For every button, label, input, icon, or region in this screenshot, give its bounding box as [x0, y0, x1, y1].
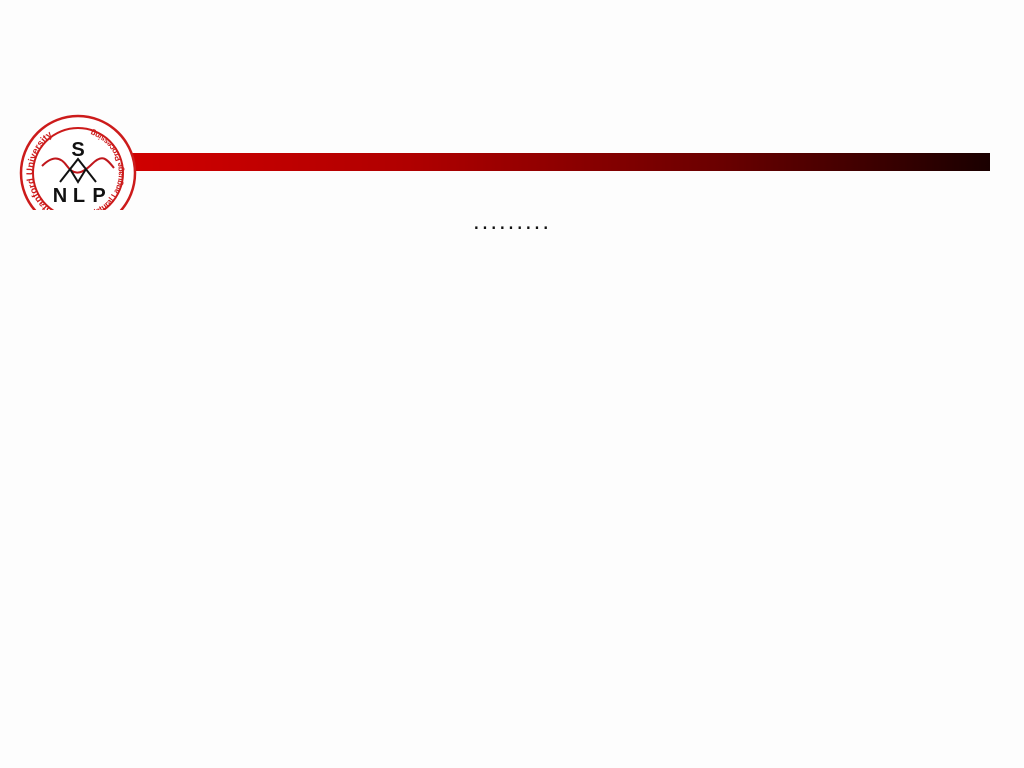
- logo-letter-l: L: [73, 185, 85, 207]
- logo-inner-ring: [32, 127, 124, 210]
- logo-letter-p: P: [92, 185, 105, 207]
- slide-title: .........: [472, 208, 551, 235]
- stanford-nlp-logo: Stanford University Natural Language Pro…: [19, 114, 137, 210]
- header-gradient-bar: [95, 153, 990, 171]
- logo-mountain-lines: [59, 157, 97, 184]
- logo-letter-n: N: [53, 185, 67, 207]
- logo-letter-s: S: [71, 139, 84, 161]
- logo-wave: [41, 157, 115, 174]
